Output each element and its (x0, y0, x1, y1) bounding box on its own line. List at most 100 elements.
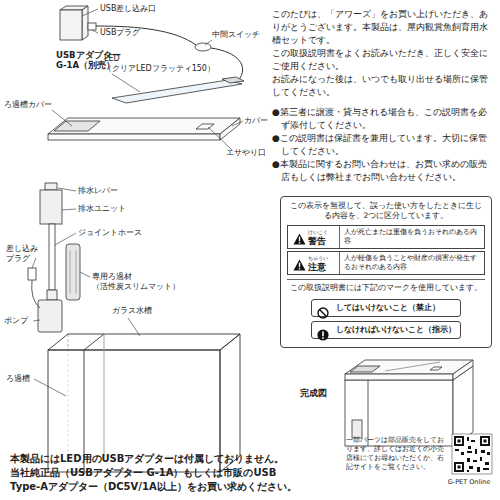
leader-line (62, 209, 76, 210)
symbol-icon (318, 308, 328, 318)
leader-line (33, 320, 40, 321)
figure-title: 完成図 (300, 388, 340, 399)
caution-row: 注意人が軽傷を負うことや財産の損害が発生するおそれのある内容 (287, 251, 485, 275)
symbol-icon (294, 260, 306, 271)
drain-unit (45, 183, 57, 190)
qr-code (473, 460, 477, 462)
bullet-note: ●第三者に譲渡・貸与される場合も、この説明書を必ず添付してください。 (272, 106, 492, 132)
adapter-notice: 当社純正品（USBアダプター G-1A）もしくは市販のUSB Type-Aアダプ… (10, 466, 300, 494)
symbol-icon (317, 307, 329, 319)
part-label: 中間スイッチ (212, 30, 268, 40)
leader-line (92, 30, 98, 33)
symbol-icon (293, 233, 306, 245)
warning-level: 警告 (308, 236, 338, 246)
part-label: エサやり口 (226, 148, 270, 158)
part-label: 専用ろ過材 （活性炭スリムマット） (92, 272, 192, 292)
leader-line (205, 40, 212, 45)
parts-sale-note: 一部パーツは部品販売をしております。詳しくはお近くの小売店様にてお尋ねいただくか… (346, 436, 446, 472)
led-light (112, 77, 244, 103)
mark-meaning: しなければいけないこと（指示） (336, 325, 458, 335)
part-label: ろ過槽 (6, 374, 36, 384)
cell-divider (339, 226, 340, 248)
usb-adapter (60, 6, 96, 40)
qr-code (452, 434, 492, 474)
bullet-note: ●この説明書は保証書を兼用しています。大切に保管してください。 (272, 132, 492, 158)
tank-cover (48, 118, 240, 134)
pump (28, 268, 36, 280)
qr-code (484, 440, 487, 443)
symbol-icon (299, 242, 300, 243)
notice-box: この表示を無視して、誤った使い方をしたときに生じる内容を、2つに区分しています。… (280, 196, 492, 348)
part-label: ジョイントホース (78, 228, 158, 238)
inline-switch (195, 43, 211, 51)
leader-line (232, 121, 243, 126)
qr-code (480, 436, 490, 446)
complete-tank (350, 366, 380, 372)
part-label: USBプラグ (100, 28, 160, 38)
qr-code (487, 452, 490, 455)
symbol-icon (322, 331, 324, 336)
divider-line (287, 279, 485, 280)
caution-description: 人が軽傷を負うことや財産の損害が発生するおそれのある内容 (344, 254, 482, 272)
leader-line (55, 233, 76, 245)
tank-cover (196, 124, 214, 129)
qr-code (467, 437, 469, 441)
filter-mat (66, 244, 80, 300)
complete-tank (345, 374, 453, 380)
prohibit-mark-row: してはいけないこと（禁止） (311, 299, 461, 317)
led-light (112, 80, 242, 103)
leader-line (34, 379, 66, 396)
usb-adapter (60, 10, 82, 40)
qr-code (461, 452, 464, 455)
adapter-notice: 本製品にはLED用のUSBアダプターは付属しておりません。 (10, 452, 340, 466)
leader-line (112, 74, 140, 92)
qr-code (455, 449, 459, 451)
symbol-icon (317, 329, 329, 341)
pump (47, 290, 57, 300)
usb-adapter (88, 23, 96, 30)
qr-code (471, 440, 475, 442)
part-label: LED （クリアLEDフラッティ150） (104, 54, 224, 74)
inline-switch (195, 43, 211, 51)
part-label: USB差し込み口 (100, 4, 180, 14)
qr-code (458, 466, 461, 469)
warning-row: 警告人が死亡または重傷を負うおそれのある内容 (287, 225, 485, 249)
qr-code (456, 464, 462, 470)
qr-code (480, 457, 482, 461)
qr-code (477, 467, 480, 472)
qr-code (468, 446, 471, 449)
usb-cable (96, 26, 196, 45)
qr-code (469, 466, 473, 469)
qr-code (467, 451, 472, 453)
qr-code (483, 468, 489, 470)
drain-unit (40, 183, 62, 290)
symbol-icon (317, 326, 329, 345)
glass-tank (104, 334, 105, 456)
part-label: 排水ユニット (78, 204, 138, 214)
warning-description: 人が死亡または重傷を負うおそれのある内容 (344, 228, 482, 246)
filter-mat (66, 244, 80, 300)
leader-line (80, 272, 90, 277)
complete-tank (352, 420, 362, 438)
complete-tank (345, 360, 473, 374)
symbol-icon (299, 263, 300, 268)
intro-paragraph: この取扱説明書をよくお読みいただき、正しく安全にご使用ください。 (272, 47, 490, 73)
site-name: G-PET Online (440, 478, 498, 487)
symbol-icon (299, 268, 300, 269)
symbol-icon (317, 329, 328, 340)
part-label: 差し込み プラグ (6, 244, 42, 264)
symbol-icon (293, 230, 306, 249)
symbol-icon (322, 337, 324, 339)
symbol-icon (293, 259, 306, 271)
leader-line (32, 9, 243, 396)
led-light (222, 77, 244, 83)
leader-line (128, 318, 140, 336)
tank-cover (220, 118, 240, 140)
filter-mat (76, 250, 77, 294)
notice-intro: この表示を無視して、誤った使い方をしたときに生じる内容を、2つに区分しています。 (287, 201, 485, 221)
symbol-icon (294, 234, 306, 245)
drain-unit (49, 224, 55, 290)
part-label: ガラス水槽 (112, 306, 172, 316)
tank-cover (48, 134, 220, 140)
